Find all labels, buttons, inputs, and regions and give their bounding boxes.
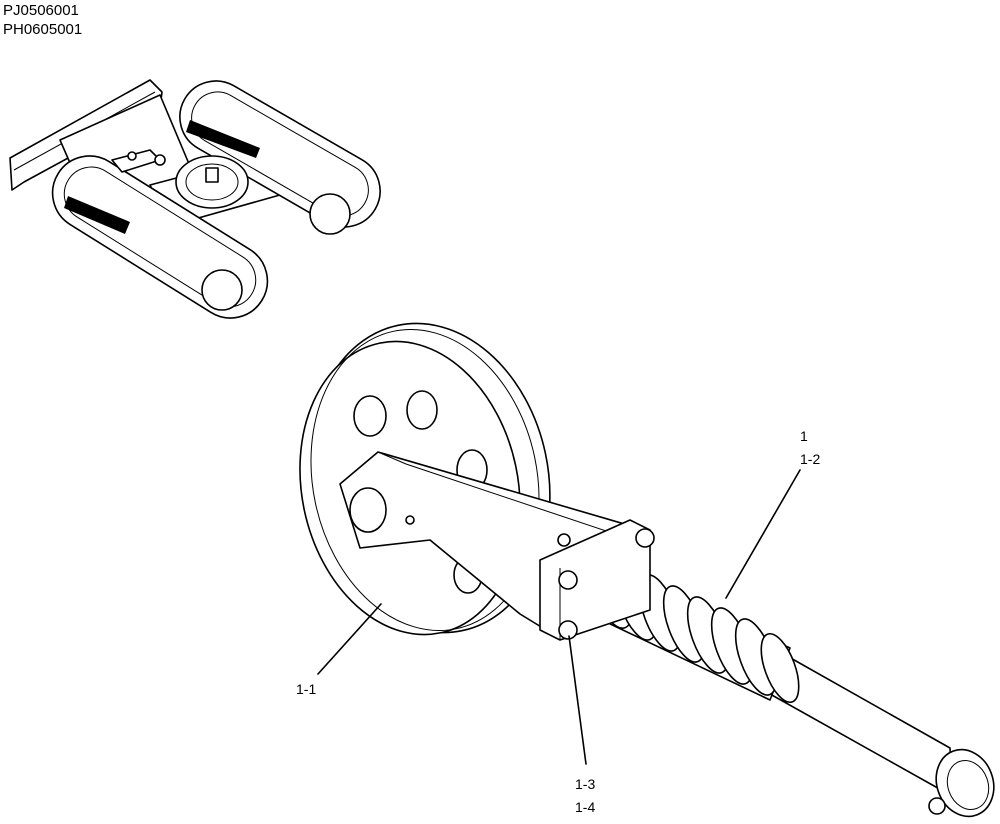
callout-1-3: 1-3 (575, 776, 596, 792)
drawing-code-1: PJ0506001 (3, 2, 79, 19)
leader-lines (317, 469, 801, 765)
callout-1-1: 1-1 (296, 681, 317, 697)
callout-1-4: 1-4 (575, 799, 596, 815)
drawing-code-2: PH0605001 (3, 21, 83, 38)
callout-1-2: 1-2 (800, 451, 821, 467)
undercarriage-overview (9, 79, 381, 319)
idler-assembly (299, 322, 995, 818)
callout-1: 1 (800, 428, 808, 444)
